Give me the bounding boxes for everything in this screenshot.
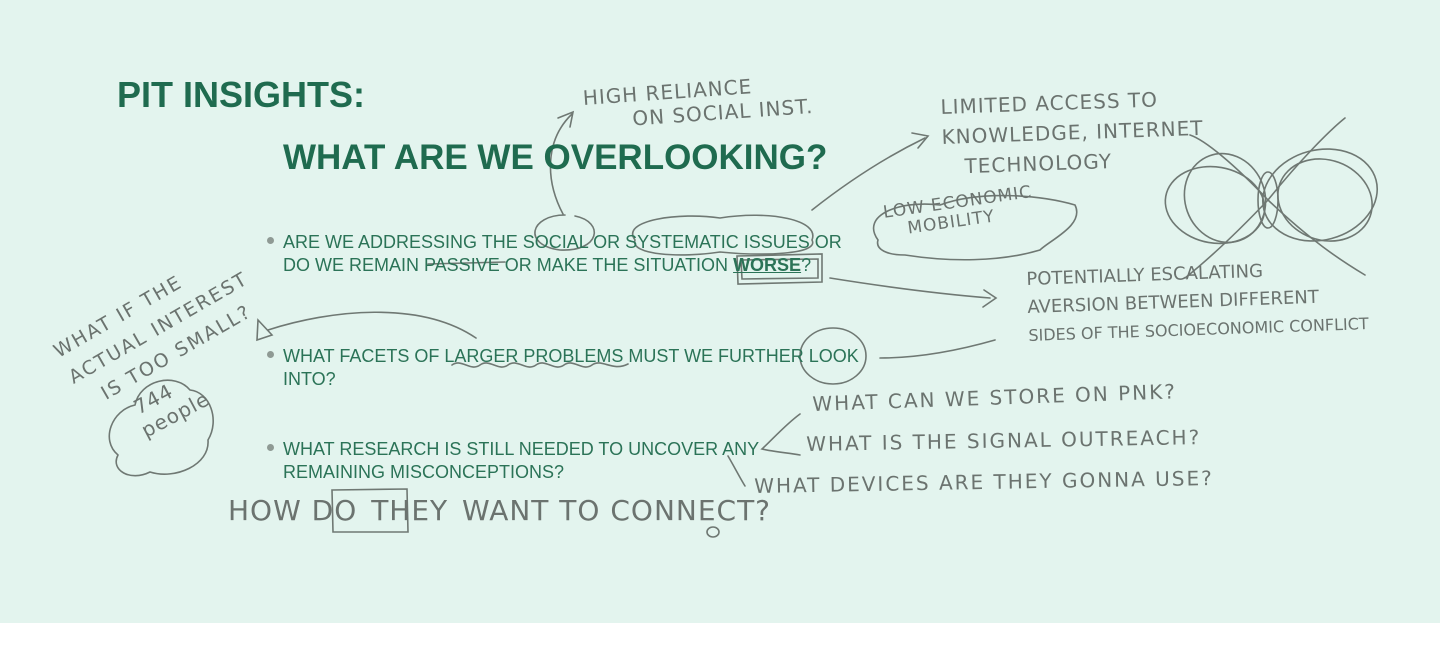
note-line: WHAT IS THE SIGNAL OUTREACH? — [806, 425, 1202, 456]
arrow-facets-to-escalating — [879, 339, 996, 359]
bullet-line: ARE WE ADDRESSING THE SOCIAL OR SYSTEMAT… — [283, 232, 842, 252]
main-title: PIT INSIGHTS: — [117, 74, 366, 115]
bullet-research-needed: WHAT RESEARCH IS STILL NEEDED TO UNCOVER… — [267, 438, 883, 484]
bullet-line: WHAT RESEARCH IS STILL NEEDED TO UNCOVER… — [283, 439, 760, 459]
arrow-to-interest — [267, 311, 477, 339]
bullet-dot — [267, 444, 274, 451]
note-high-reliance: HIGH RELIANCE ON SOCIAL INST. — [582, 70, 814, 134]
scribble-ring-2 — [1277, 158, 1373, 242]
bullet-dot — [267, 351, 274, 358]
bullet-dot — [267, 237, 274, 244]
note-question-signal: WHAT IS THE SIGNAL OUTREACH? — [806, 425, 1201, 456]
bullet-line: WHAT FACETS OF LARGER PROBLEMS MUST WE F… — [283, 346, 859, 366]
subtitle: WHAT ARE WE OVERLOOKING? — [283, 138, 828, 177]
arrow-head-interest — [256, 318, 274, 342]
slide: PIT INSIGHTS: WHAT ARE WE OVERLOOKING? A… — [0, 0, 1440, 623]
note-connect-they: THEY — [371, 494, 449, 527]
bullet-line: REMAINING MISCONCEPTIONS? — [283, 462, 565, 482]
note-how-connect: HOW DO THEY WANT TO CONNECT? — [228, 494, 771, 527]
question-dot — [706, 526, 720, 538]
scribble-knot — [1257, 171, 1279, 229]
arrow-to-escalating — [829, 277, 991, 299]
scribble-ring-1 — [1261, 148, 1379, 242]
bullet-emphasis: WORSE — [733, 255, 802, 275]
bullet-line: DO WE REMAIN PASSIVE OR MAKE THE SITUATI… — [283, 255, 734, 275]
note-escalating: POTENTIALLY ESCALATING AVERSION BETWEEN … — [1026, 254, 1369, 350]
note-connect-before: HOW DO — [228, 494, 358, 527]
bullet-line: INTO? — [283, 369, 336, 389]
arrow-head-limited-access — [911, 132, 930, 149]
scribble-lines — [1184, 117, 1366, 279]
note-limited-access: LIMITED ACCESS TO KNOWLEDGE, INTERNET TE… — [940, 83, 1205, 182]
arrow-head-high-reliance — [557, 110, 575, 128]
note-low-mobility: LOW ECONOMIC MOBILITY — [882, 182, 1036, 242]
arrow-head-escalating — [982, 289, 998, 308]
bullet-larger-problems: WHAT FACETS OF LARGER PROBLEMS MUST WE F… — [267, 345, 883, 391]
bullet-tail: ? — [801, 255, 812, 275]
bullet-addressing-issues: ARE WE ADDRESSING THE SOCIAL OR SYSTEMAT… — [267, 231, 883, 277]
note-connect-after: WANT TO CONNECT? — [462, 494, 772, 527]
